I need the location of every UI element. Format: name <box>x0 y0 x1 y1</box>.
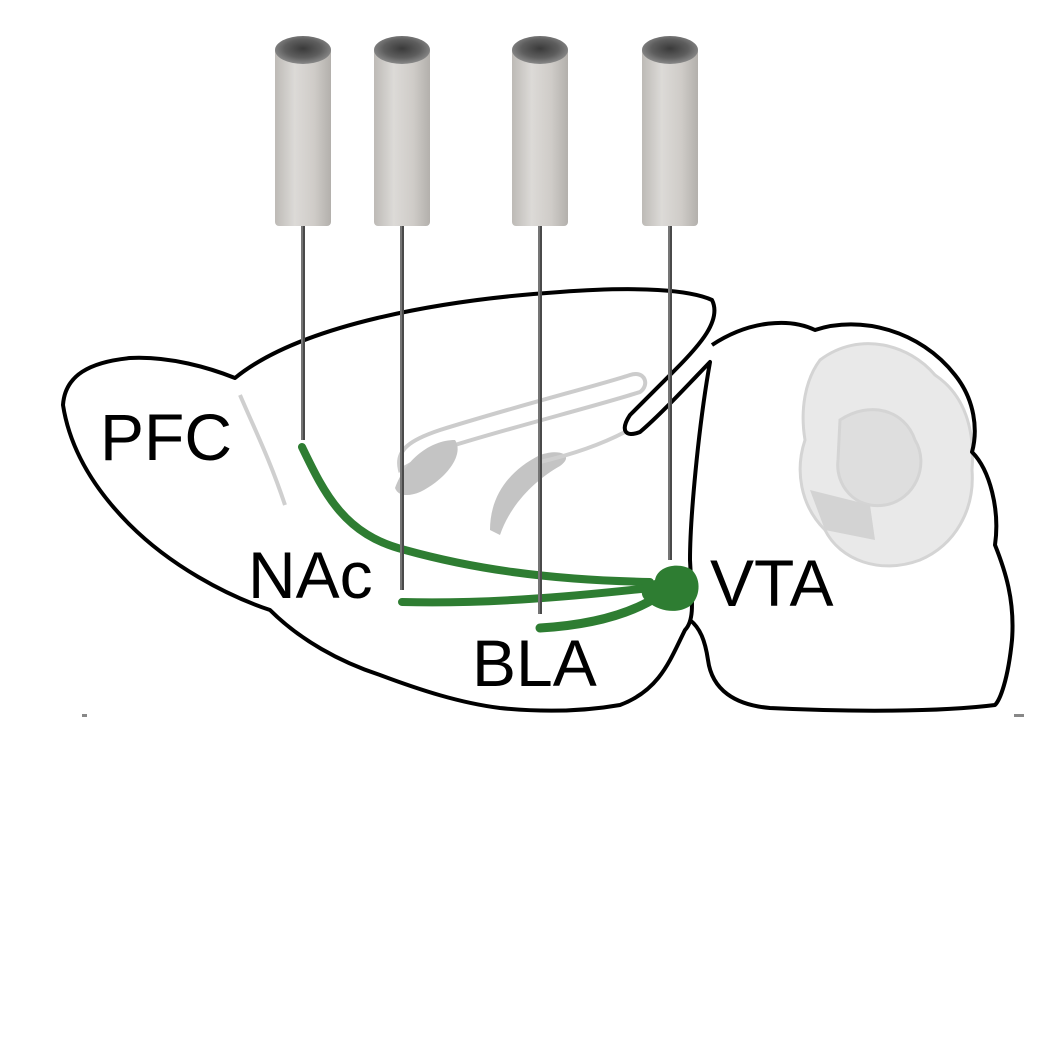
baseline-tick-right <box>1014 714 1024 717</box>
projection-vta-pfc <box>298 443 654 586</box>
label-bla: BLA <box>472 626 597 700</box>
cerebellum-folia <box>798 342 974 568</box>
label-nac: NAc <box>248 538 373 612</box>
vta-soma <box>641 565 699 611</box>
label-pfc: PFC <box>100 400 232 474</box>
cerebrum-outline <box>61 287 717 713</box>
probe-bla <box>512 36 568 614</box>
projection-vta-nac <box>398 584 654 607</box>
baseline-tick-left <box>82 714 87 717</box>
probe-vta <box>642 36 698 560</box>
internal-structures <box>238 372 648 535</box>
probe-nac <box>374 36 430 590</box>
probe-pfc <box>275 36 331 440</box>
hindbrain-outline <box>688 320 1015 713</box>
label-vta: VTA <box>710 546 833 620</box>
